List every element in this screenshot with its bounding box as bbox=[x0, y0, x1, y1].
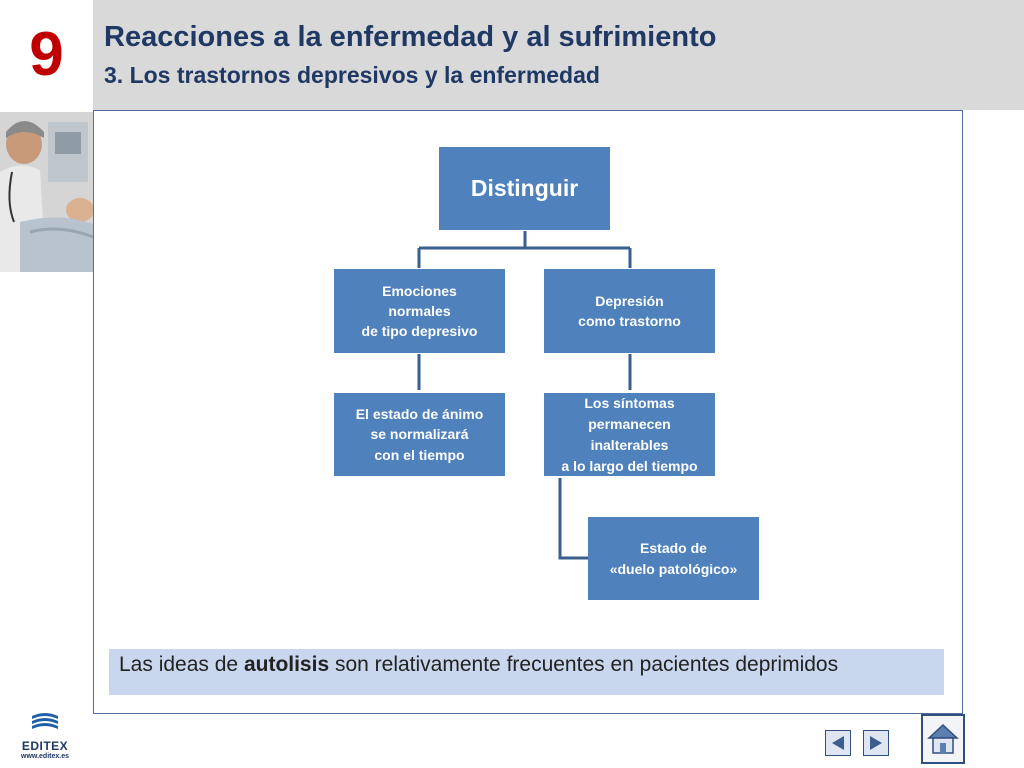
logo-name: EDITEX bbox=[21, 739, 69, 753]
next-slide-button[interactable] bbox=[863, 730, 889, 756]
logo-url: www.editex.es bbox=[21, 753, 69, 760]
home-button[interactable] bbox=[921, 714, 965, 764]
prev-arrow-icon bbox=[832, 736, 844, 750]
doctor-patient-photo bbox=[0, 112, 93, 272]
note-text-after: son relativamente frecuentes en paciente… bbox=[329, 653, 839, 676]
slide-header: Reacciones a la enfermedad y al sufrimie… bbox=[93, 0, 1024, 110]
diagram-node-estado-animo: El estado de ánimo se normalizará con el… bbox=[334, 393, 505, 476]
slide-title: Reacciones a la enfermedad y al sufrimie… bbox=[104, 21, 717, 53]
previous-slide-button[interactable] bbox=[825, 730, 851, 756]
editex-logo-icon bbox=[32, 713, 58, 729]
diagram-root-distinguir: Distinguir bbox=[439, 147, 610, 230]
diagram-node-emociones-normales: Emociones normales de tipo depresivo bbox=[334, 269, 505, 353]
home-icon bbox=[927, 723, 959, 754]
autolisis-note: Las ideas de autolisis son relativamente… bbox=[109, 649, 944, 695]
slide-subtitle: 3. Los trastornos depresivos y la enferm… bbox=[104, 62, 600, 88]
diagram-node-duelo-patologico: Estado de «duelo patológico» bbox=[588, 517, 759, 600]
diagram-node-depresion-trastorno: Depresión como trastorno bbox=[544, 269, 715, 353]
note-text-bold: autolisis bbox=[243, 653, 330, 676]
chapter-badge: 9 bbox=[0, 0, 93, 110]
next-arrow-icon bbox=[870, 736, 882, 750]
editex-logo: EDITEX www.editex.es bbox=[14, 712, 76, 760]
connector-root-branches bbox=[417, 231, 632, 268]
note-text-before: Las ideas de bbox=[119, 653, 244, 676]
connector-sub bbox=[558, 478, 588, 560]
chapter-number: 9 bbox=[29, 20, 64, 89]
diagram-node-sintomas: Los síntomas permanecen inalterables a l… bbox=[544, 393, 715, 476]
